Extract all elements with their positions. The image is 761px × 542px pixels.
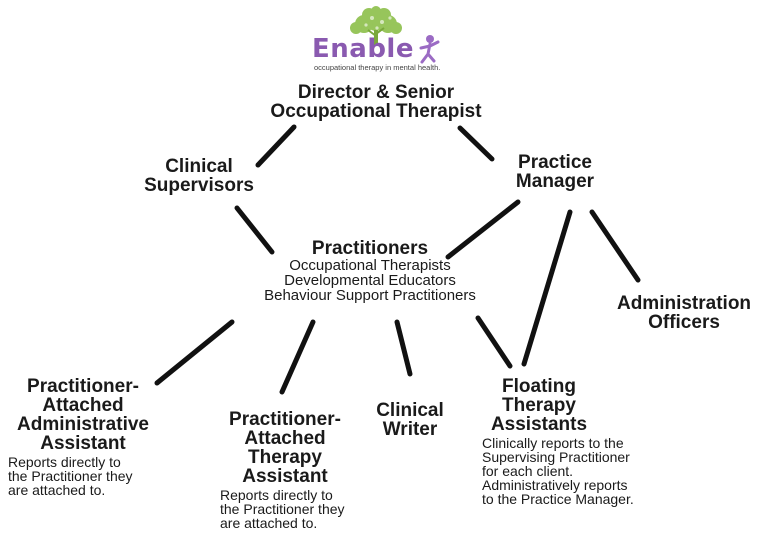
tree-icon: [350, 6, 402, 46]
practitioners-node: Practitioners Occupational Therapists De…: [232, 239, 508, 303]
clinical-writer-line-1: Clinical: [376, 400, 444, 421]
floating-desc-2: Supervising Practitioner: [482, 449, 630, 465]
floating-line-1: Floating: [502, 376, 576, 397]
director-line-2: Occupational Therapist: [270, 101, 482, 122]
connector-practitioners-attached-admin: [154, 319, 235, 386]
floating-description: Clinically reports to the Supervising Pr…: [482, 436, 668, 506]
attached-admin-desc-2: the Practitioner they: [8, 468, 133, 484]
attached-therapy-desc-1: Reports directly to: [220, 487, 333, 503]
floating-desc-4: Administratively reports: [482, 477, 628, 493]
clinical-writer-line-2: Writer: [382, 419, 438, 440]
floating-desc-5: to the Practice Manager.: [482, 491, 634, 507]
clinical-supervisors-line-2: Supervisors: [144, 175, 254, 196]
attached-therapy-description: Reports directly to the Practitioner the…: [220, 488, 370, 530]
clinical-supervisors-node: Clinical Supervisors: [134, 157, 264, 195]
connector-director-clinical-supervisors: [255, 124, 297, 168]
practice-manager-node: Practice Manager: [495, 153, 615, 191]
administration-officers-line-1: Administration: [616, 293, 752, 314]
connector-practitioners-floating: [475, 315, 513, 369]
person-figure-icon: [419, 35, 440, 64]
attached-admin-desc-1: Reports directly to: [8, 454, 121, 470]
attached-therapy-node: Practitioner- Attached Therapy Assistant…: [210, 410, 370, 530]
practice-manager-line-1: Practice: [518, 152, 592, 173]
attached-admin-description: Reports directly to the Practitioner the…: [8, 455, 168, 497]
enable-logo: Enable occupational therapy in mental he…: [306, 6, 446, 76]
connector-practice-manager-floating: [521, 209, 573, 367]
connector-practitioners-clinical-writer: [394, 319, 413, 377]
clinical-writer-node: Clinical Writer: [360, 401, 460, 439]
floating-desc-1: Clinically reports to the: [482, 435, 624, 451]
attached-therapy-line-3: Therapy: [248, 447, 322, 468]
connector-practice-manager-administration: [589, 209, 641, 283]
logo-wordmark: Enable: [312, 34, 414, 64]
director-line-1: Director & Senior: [297, 82, 455, 103]
practitioners-role-2: Developmental Educators: [284, 272, 456, 289]
attached-therapy-line-2: Attached: [244, 428, 326, 449]
attached-admin-line-2: Attached: [42, 395, 124, 416]
floating-desc-3: for each client.: [482, 463, 574, 479]
connector-director-practice-manager: [457, 125, 495, 162]
attached-admin-line-3: Administrative: [17, 414, 149, 435]
administration-officers-node: Administration Officers: [609, 294, 759, 332]
practice-manager-line-2: Manager: [515, 171, 595, 192]
director-node: Director & Senior Occupational Therapist: [236, 83, 516, 121]
practitioners-title: Practitioners: [311, 238, 429, 259]
connector-practitioners-attached-therapy: [279, 319, 316, 395]
attached-therapy-desc-3: are attached to.: [220, 515, 318, 531]
administration-officers-line-2: Officers: [648, 312, 720, 333]
logo-tagline: occupational therapy in mental health.: [314, 63, 441, 72]
connector-practice-manager-practitioners: [445, 199, 521, 260]
clinical-supervisors-line-1: Clinical: [165, 156, 233, 177]
floating-node: Floating Therapy Assistants Clinically r…: [478, 377, 668, 506]
attached-therapy-desc-2: the Practitioner they: [220, 501, 345, 517]
floating-line-2: Therapy: [502, 395, 576, 416]
attached-admin-line-1: Practitioner-: [27, 376, 139, 397]
floating-line-3: Assistants: [490, 414, 588, 435]
practitioners-role-3: Behaviour Support Practitioners: [264, 287, 476, 304]
connector-clinical-supervisors-practitioners: [234, 205, 275, 255]
attached-admin-node: Practitioner- Attached Administrative As…: [8, 377, 168, 497]
attached-therapy-line-1: Practitioner-: [229, 409, 341, 430]
attached-admin-desc-3: are attached to.: [8, 482, 106, 498]
practitioners-role-1: Occupational Therapists: [289, 257, 451, 274]
attached-therapy-line-4: Assistant: [242, 466, 328, 487]
attached-admin-line-4: Assistant: [40, 433, 126, 454]
